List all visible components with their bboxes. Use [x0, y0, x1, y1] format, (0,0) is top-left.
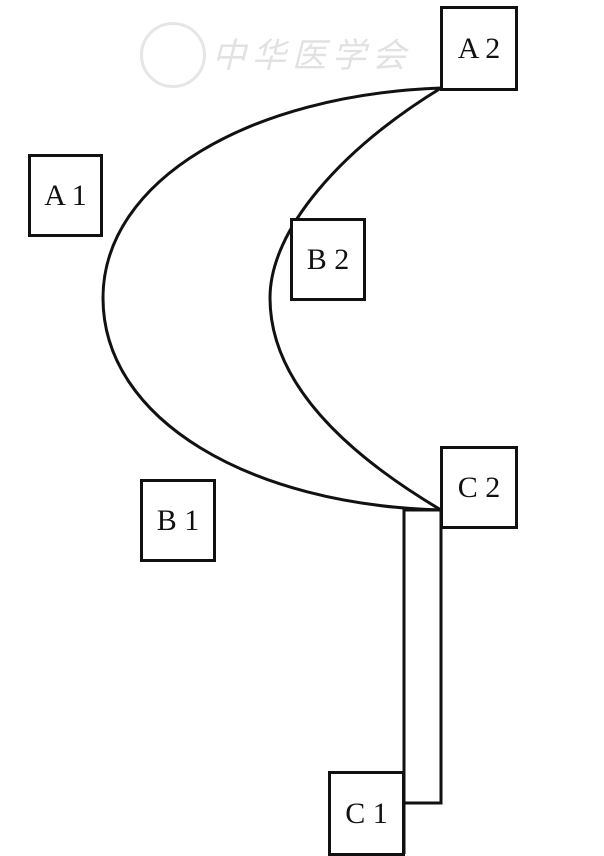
box-b1: B 1: [140, 479, 216, 562]
box-c2: C 2: [440, 446, 518, 529]
box-a1: A 1: [28, 154, 103, 237]
box-b2: B 2: [290, 218, 366, 301]
outer-arc: [101, 86, 442, 512]
c-connector: [402, 508, 443, 805]
watermark-text: 中华医学会: [212, 36, 412, 76]
inner-arc: [268, 86, 442, 512]
box-c1: C 1: [328, 771, 405, 856]
seal-watermark-icon: [140, 22, 206, 88]
box-a2: A 2: [440, 6, 518, 91]
